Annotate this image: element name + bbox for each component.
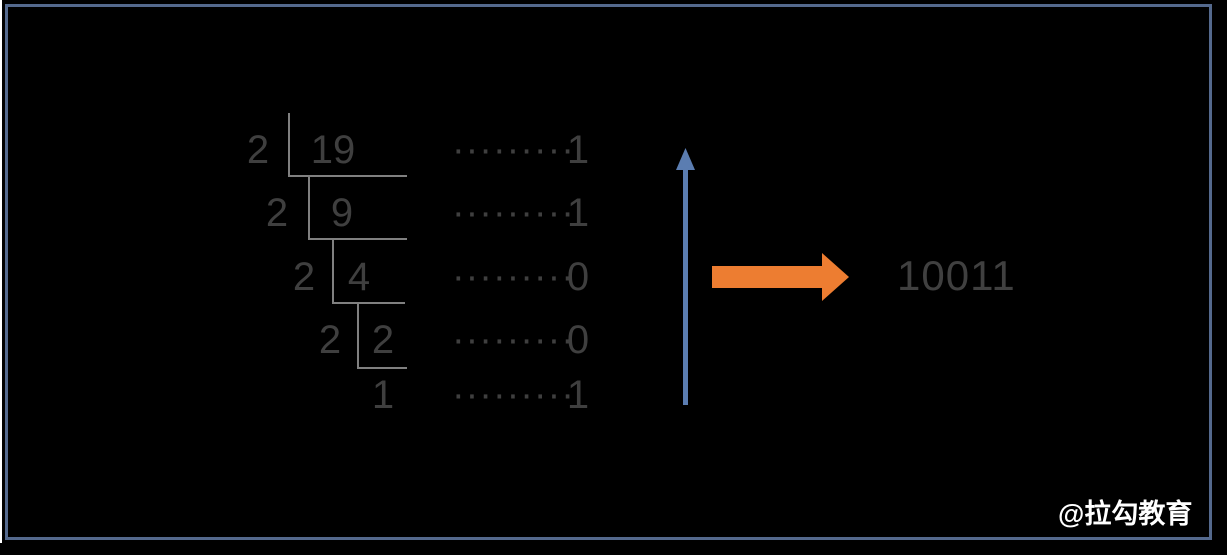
remainder: 0: [566, 318, 590, 362]
remainder: 0: [566, 255, 590, 299]
division-bracket-line: [288, 113, 290, 176]
division-bracket-line: [288, 175, 407, 177]
division-bracket-line: [332, 239, 334, 303]
page-edge-strip: [0, 0, 2, 543]
remainder: 1: [566, 373, 590, 417]
dividend: 19: [310, 128, 356, 172]
division-bracket-line: [332, 302, 405, 304]
dot-leader: ·········: [452, 374, 575, 416]
dot-leader: ·········: [452, 256, 575, 298]
binary-result: 10011: [897, 252, 1016, 299]
division-bracket-line: [308, 176, 310, 239]
remainder: 1: [566, 128, 590, 172]
slide-border: [5, 4, 1212, 540]
division-bracket-line: [357, 367, 407, 369]
dot-leader: ·········: [452, 129, 575, 171]
divisor: 2: [318, 318, 342, 362]
dot-leader: ·········: [452, 192, 575, 234]
remainder: 1: [566, 191, 590, 235]
watermark: @拉勾教育: [1058, 499, 1193, 529]
dividend: 9: [330, 191, 354, 235]
divisor: 2: [265, 191, 289, 235]
dividend: 4: [347, 255, 371, 299]
dividend: 2: [371, 318, 395, 362]
division-bracket-line: [357, 303, 359, 368]
dot-leader: ·········: [452, 319, 575, 361]
division-bracket-line: [308, 238, 407, 240]
divisor: 2: [292, 255, 316, 299]
divisor: 2: [246, 128, 270, 172]
final-quotient: 1: [371, 373, 395, 417]
